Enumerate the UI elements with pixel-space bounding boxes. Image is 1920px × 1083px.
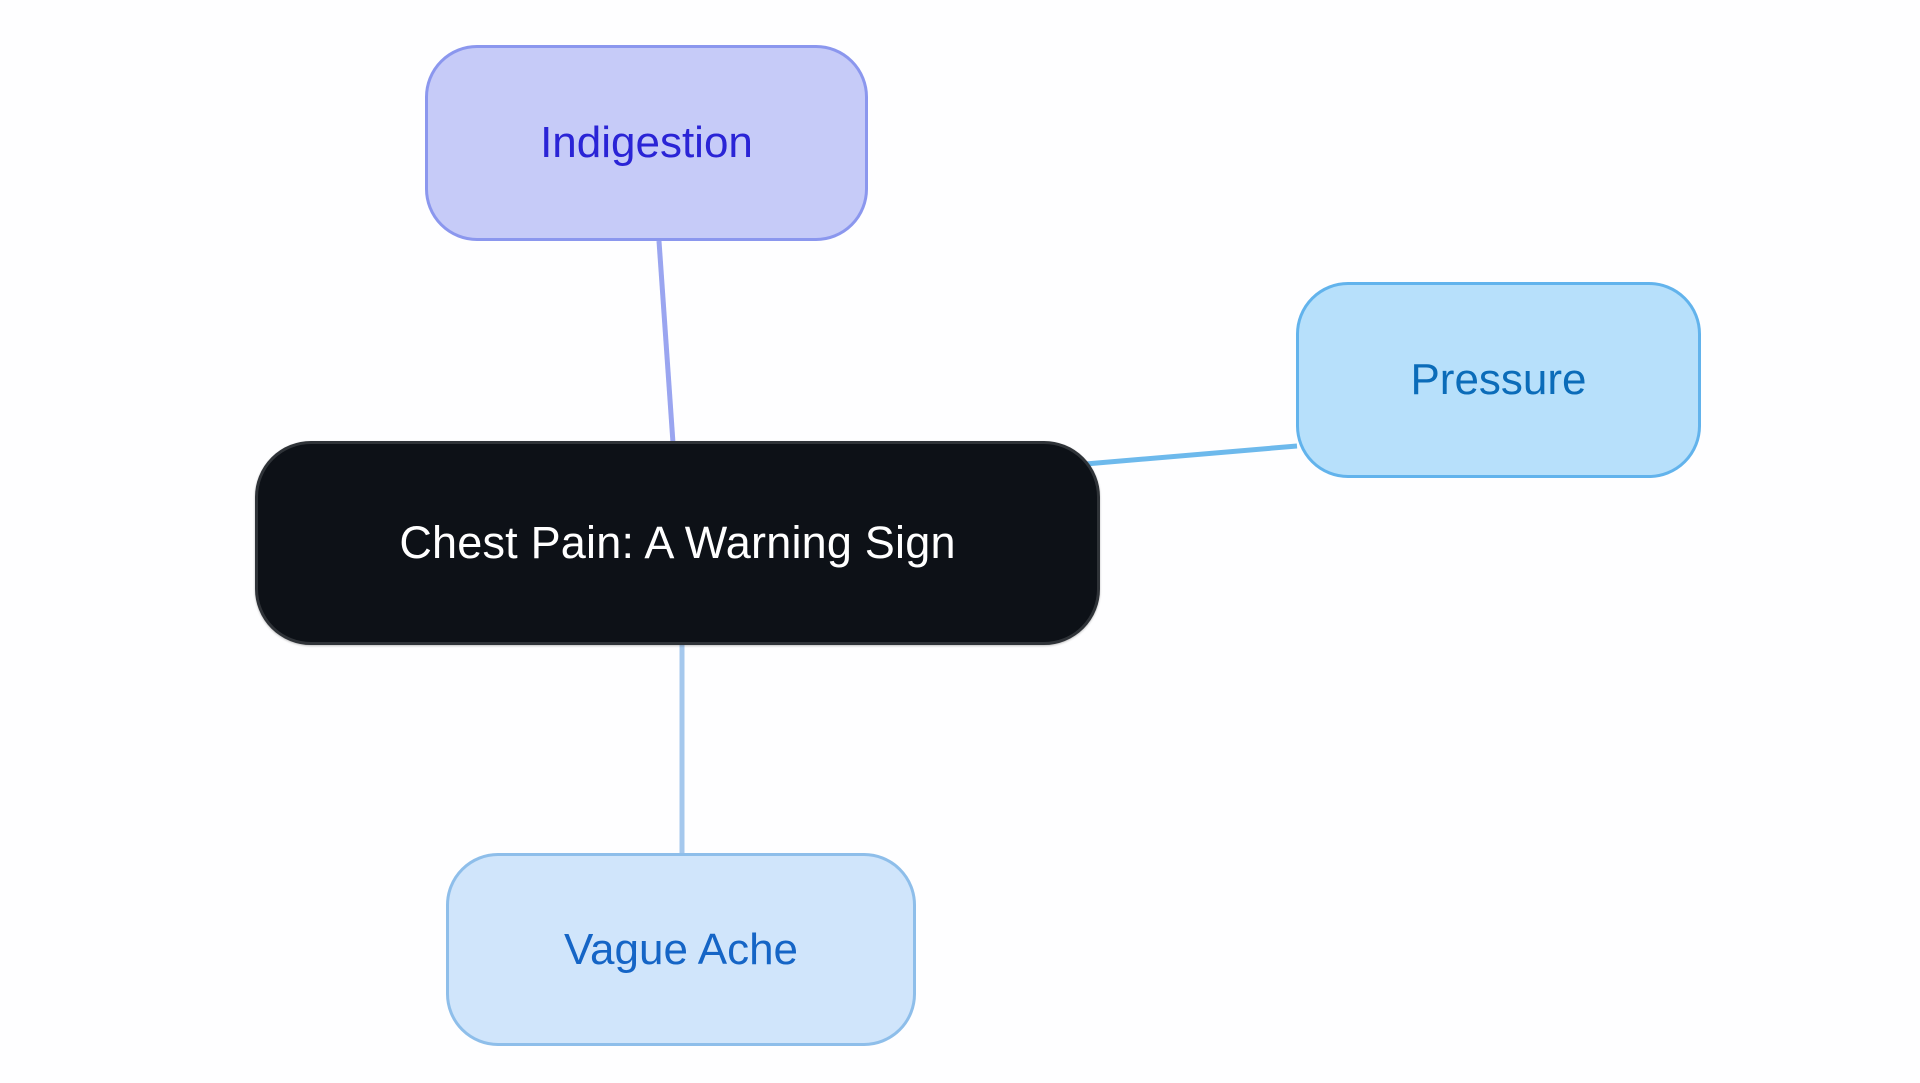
mindmap-branch-node-vague-ache-label: Vague Ache <box>563 924 799 974</box>
edge-root-pressure <box>1061 443 1298 469</box>
edge-root-indigestion <box>656 240 676 444</box>
mindmap-branch-node-indigestion[interactable]: Indigestion <box>425 45 868 241</box>
mindmap-branch-node-pressure-label: Pressure <box>1410 355 1587 404</box>
mindmap-root-node-label: Chest Pain: A Warning Sign <box>399 517 956 568</box>
mindmap-branch-node-vague-ache[interactable]: Vague Ache <box>446 853 916 1046</box>
mindmap-branch-node-pressure[interactable]: Pressure <box>1296 282 1701 478</box>
mindmap-branch-node-indigestion-label: Indigestion <box>540 118 753 167</box>
mindmap-root-node[interactable]: Chest Pain: A Warning Sign <box>255 441 1100 645</box>
